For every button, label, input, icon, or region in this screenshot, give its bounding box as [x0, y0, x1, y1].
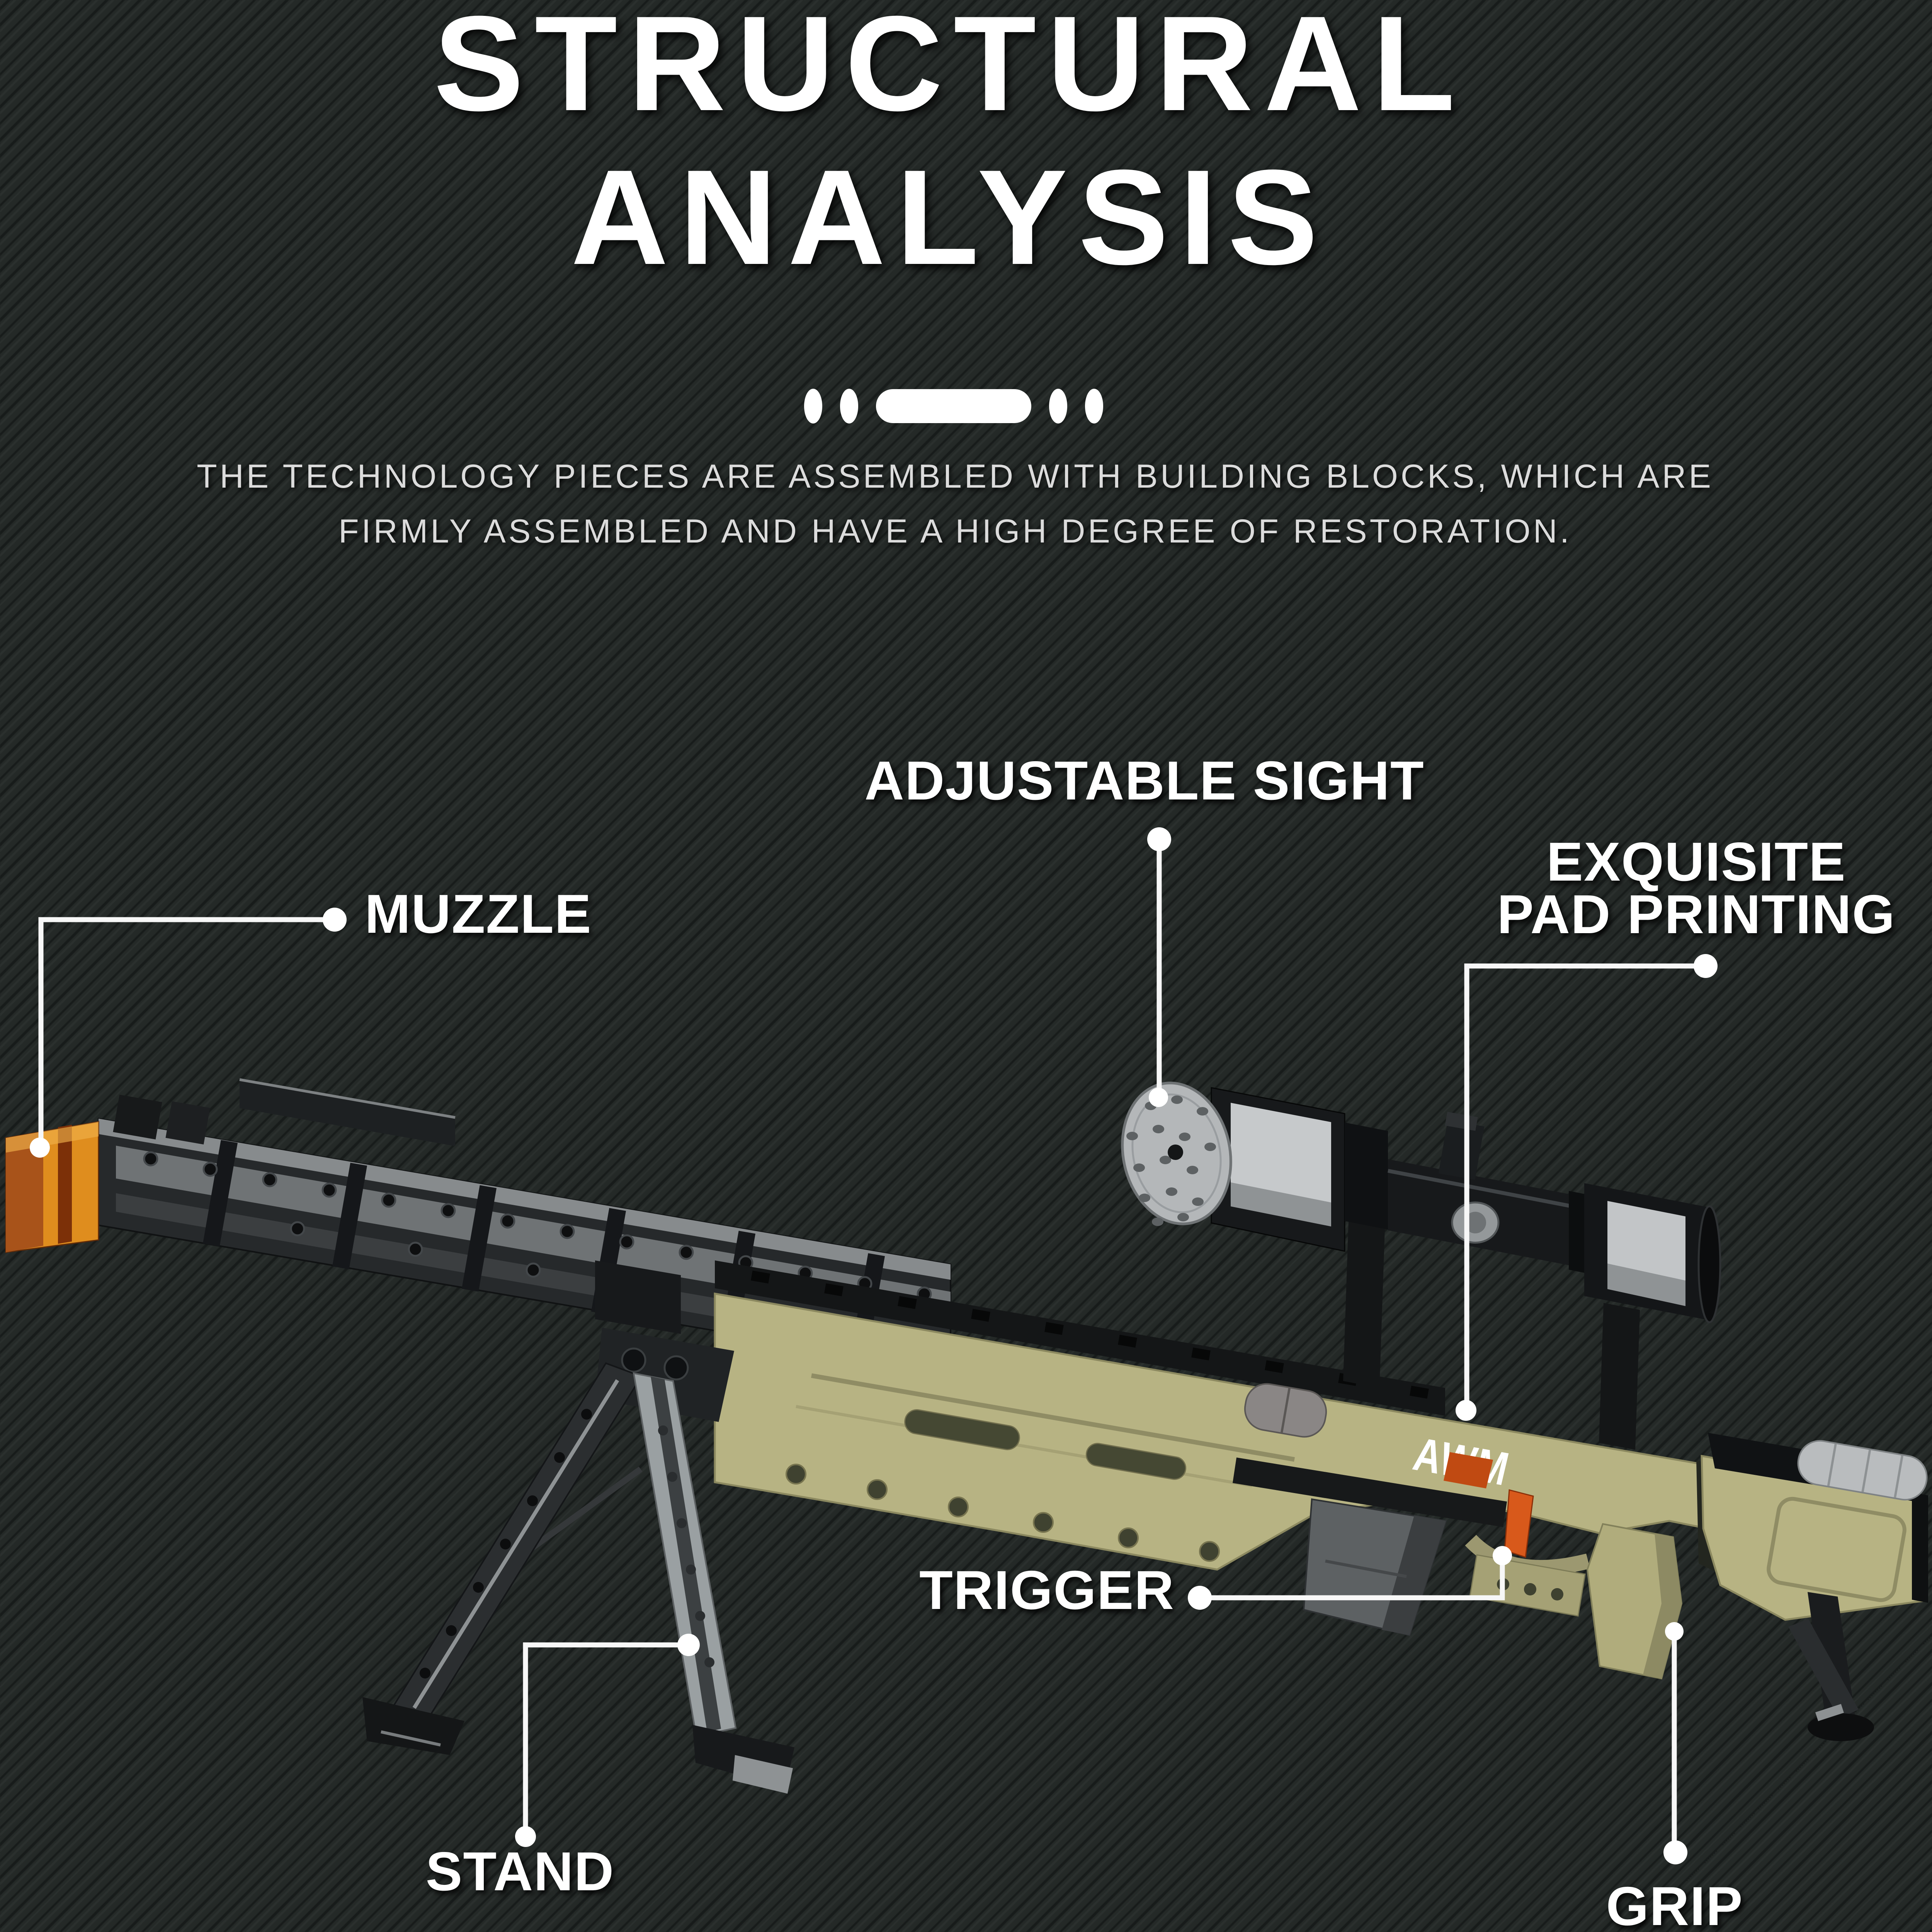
adjustable-sight-label: ADJUSTABLE SIGHT — [864, 750, 1425, 811]
bipod-right-leg — [633, 1372, 794, 1794]
muzzle-part — [5, 1121, 99, 1253]
separator-dot-icon — [840, 389, 858, 423]
trigger-callout-line — [1188, 1546, 1512, 1610]
pad-printing-label-line2: PAD PRINTING — [1497, 884, 1896, 945]
stock-bolt-cylinder — [1797, 1440, 1928, 1501]
pad-printing-label: EXQUISITE PAD PRINTING — [1497, 831, 1896, 945]
bipod-stand — [362, 1260, 794, 1794]
scope-eyepiece — [1697, 1205, 1721, 1323]
trigger-group — [1444, 1452, 1590, 1617]
scope-turret — [1438, 1120, 1485, 1180]
subtitle-line2: FIRMLY ASSEMBLED AND HAVE A HIGH DEGREE … — [338, 513, 1572, 550]
scope — [1121, 1082, 1721, 1450]
grip-label: GRIP — [1606, 1876, 1743, 1932]
separator-dot-icon — [804, 389, 822, 423]
page-title-line1: STRUCTURAL — [434, 0, 1466, 139]
subtitle-line1: THE TECHNOLOGY PIECES ARE ASSEMBLED WITH… — [197, 458, 1714, 495]
bipod-left-leg — [362, 1362, 643, 1755]
rear-monopod — [1788, 1592, 1874, 1741]
grip-part — [1586, 1523, 1683, 1680]
stock — [1696, 1433, 1928, 1741]
handguard-holes — [786, 1464, 1220, 1562]
trigger-label: TRIGGER — [919, 1560, 1175, 1621]
top-rail — [715, 1260, 1445, 1416]
page-title-line2: ANALYSIS — [571, 142, 1329, 293]
muzzle-label: MUZZLE — [365, 883, 592, 945]
grip-callout-line — [1663, 1622, 1687, 1864]
butt-pad — [1912, 1492, 1928, 1603]
page-title: STRUCTURAL ANALYSIS — [0, 0, 1916, 294]
title-separator — [0, 389, 1920, 423]
objective-studs — [1126, 1095, 1216, 1226]
receiver-body: AWM — [714, 1293, 1732, 1571]
muzzle-callout-line — [30, 908, 347, 1158]
stand-label: STAND — [425, 1841, 615, 1902]
separator-dot-icon — [1049, 389, 1067, 423]
subtitle: THE TECHNOLOGY PIECES ARE ASSEMBLED WITH… — [0, 449, 1921, 559]
pad-printing-callout-line — [1456, 954, 1718, 1421]
magazine — [1233, 1458, 1507, 1636]
pad-printing-label-line1: EXQUISITE — [1546, 831, 1846, 893]
separator-dot-icon — [1085, 389, 1103, 423]
bolt-cylinder — [1244, 1383, 1327, 1438]
olive-chassis — [714, 1293, 1732, 1571]
separator-bar-icon — [876, 389, 1031, 423]
adjustable-sight-callout-line — [1147, 827, 1171, 1107]
handguard-slots — [904, 1409, 1186, 1480]
trigger-part — [1504, 1489, 1534, 1558]
barrel-top-rib — [240, 1078, 455, 1146]
callout-lines — [30, 827, 1718, 1864]
stand-callout-line — [515, 1634, 700, 1847]
